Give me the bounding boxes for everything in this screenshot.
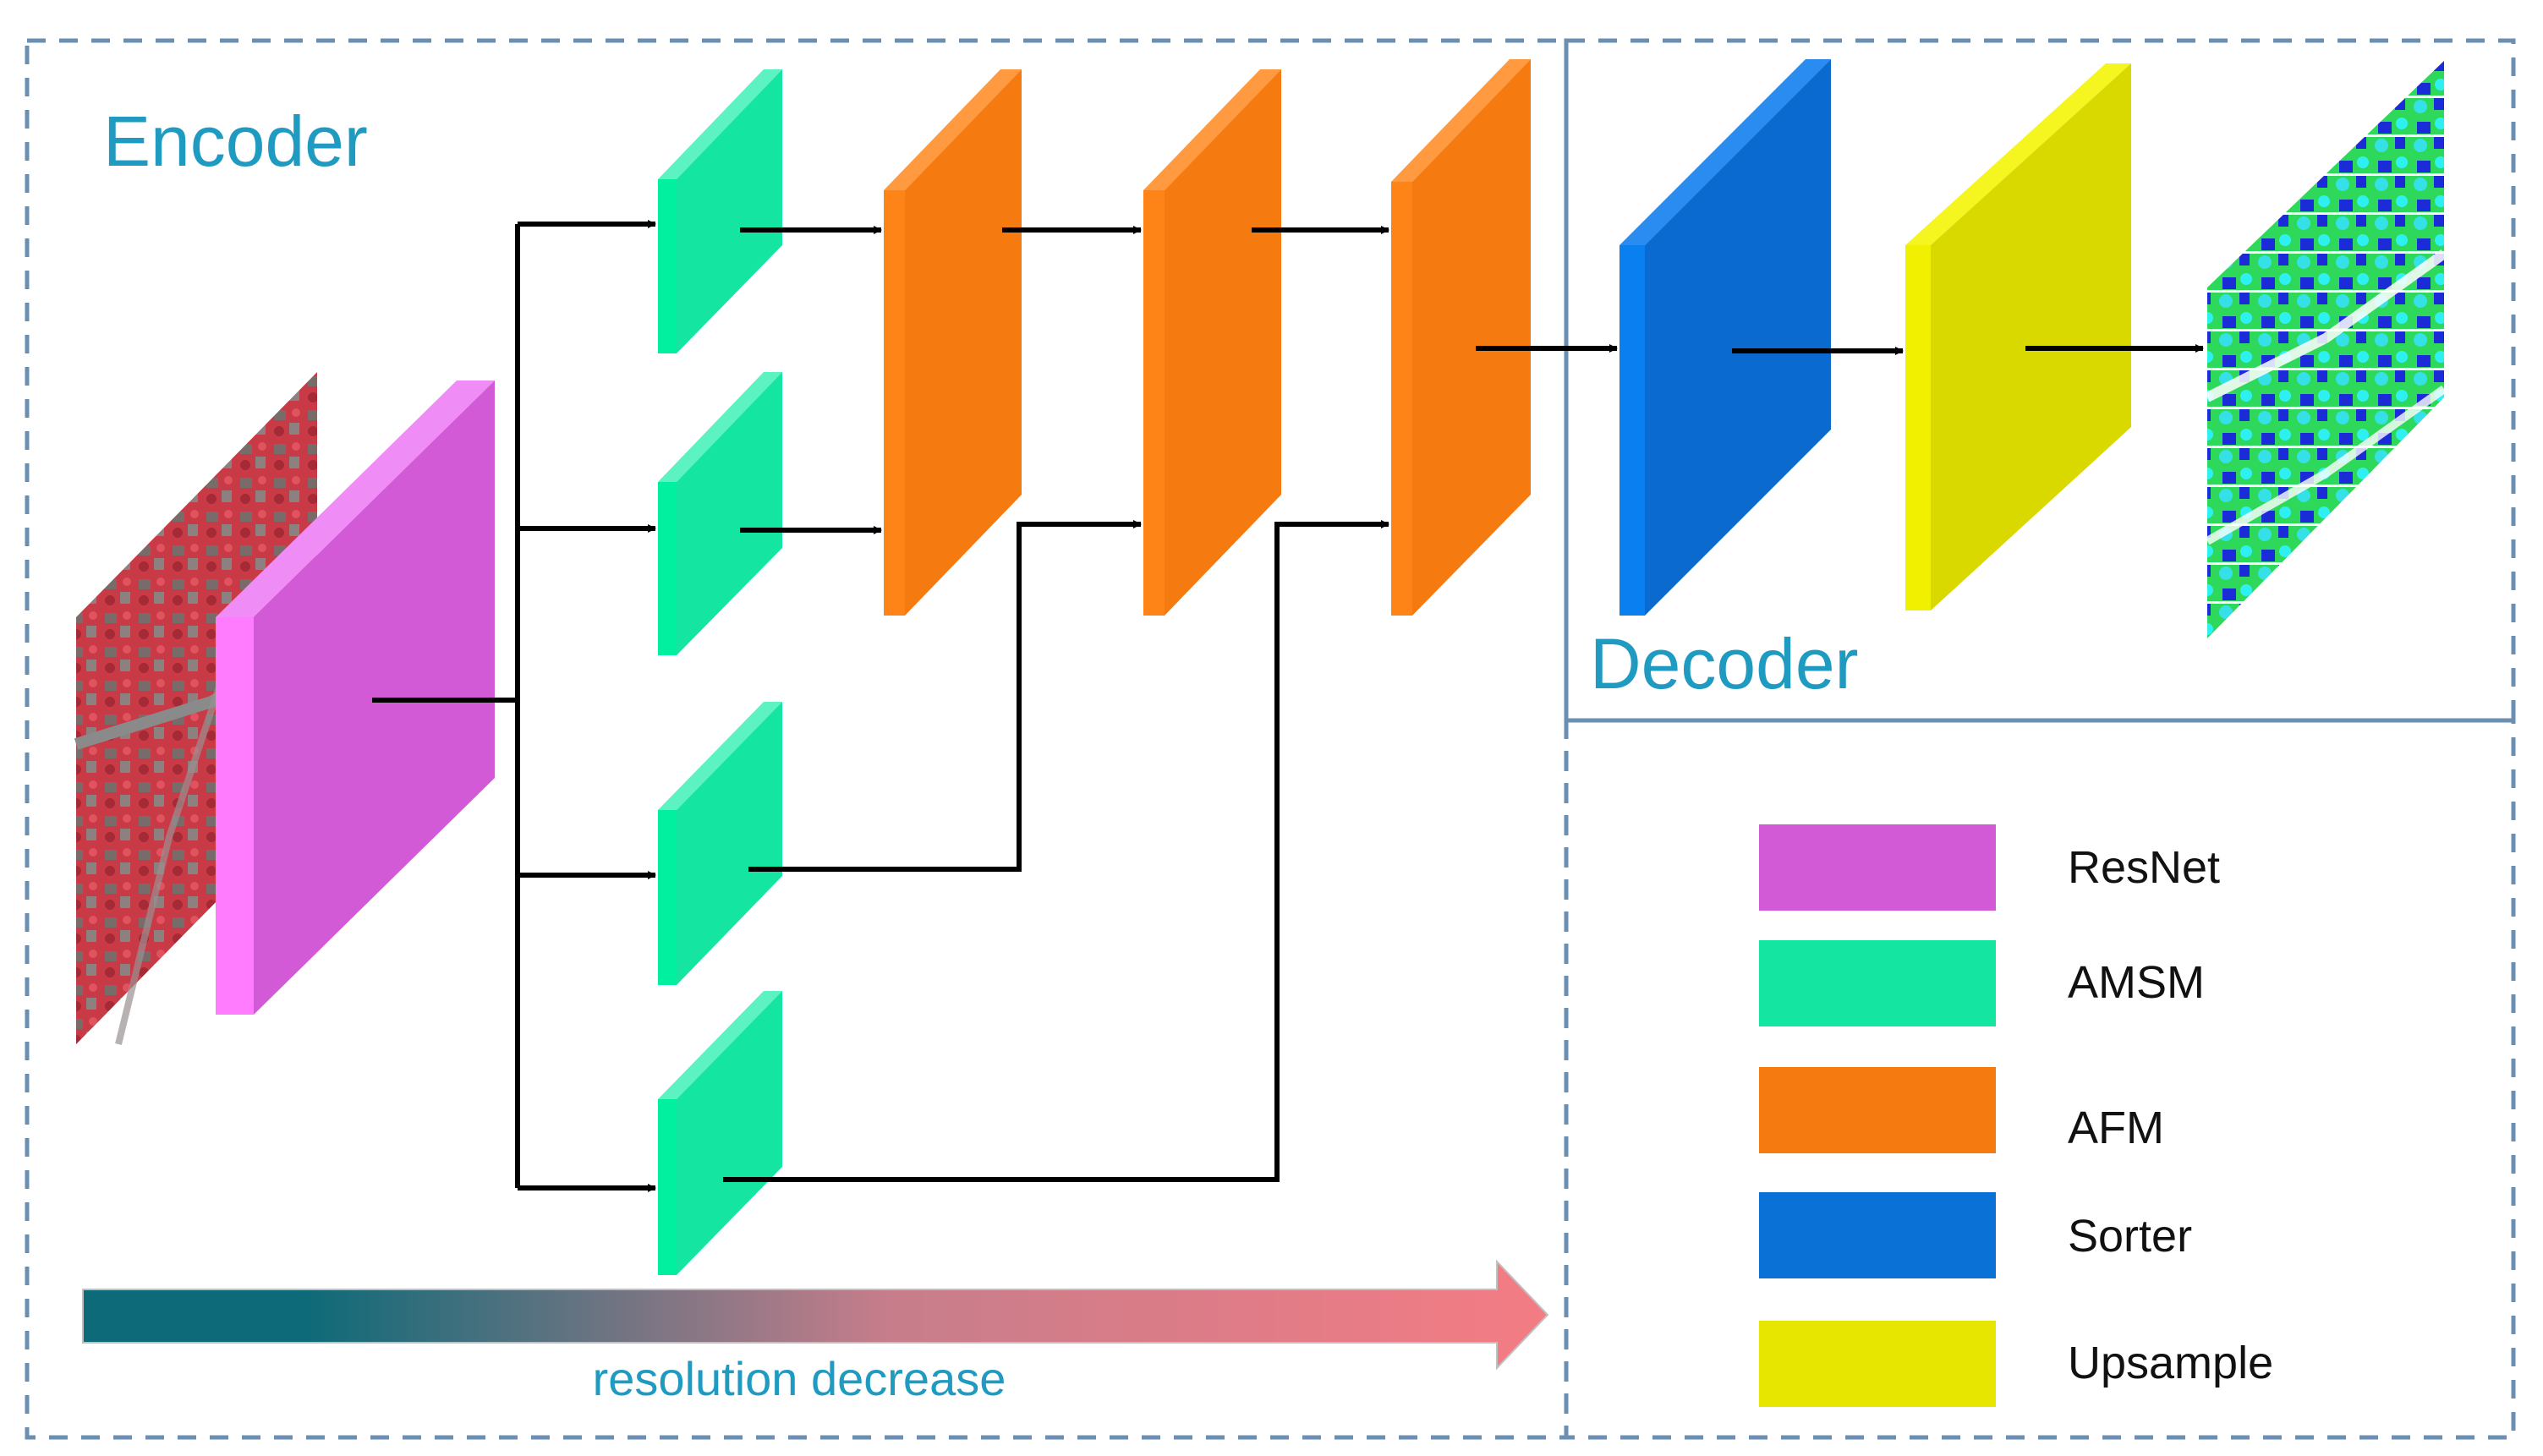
legend-swatch-amsm <box>1759 940 1996 1026</box>
legend-frame <box>1564 718 2516 1440</box>
legend-swatch-sorter <box>1759 1192 1996 1278</box>
legend-item-afm: AFM <box>1759 1067 2164 1153</box>
encoder-title: Encoder <box>103 101 368 181</box>
resolution-arrow <box>82 1259 1549 1371</box>
output-image <box>2205 61 2447 638</box>
afm-block-2 <box>1143 69 1281 616</box>
legend-label-amsm: AMSM <box>2068 957 2205 1008</box>
upsample-block <box>1905 63 2131 610</box>
legend-item-amsm: AMSM <box>1759 940 2205 1026</box>
decoder-frame <box>1564 38 2516 723</box>
legend-item-upsample: Upsample <box>1759 1321 2273 1407</box>
legend-label-upsample: Upsample <box>2068 1338 2273 1388</box>
amsm-block-4 <box>658 991 782 1275</box>
connector-lines <box>372 220 2204 1192</box>
legend-label-afm: AFM <box>2068 1103 2164 1153</box>
encoder-frame <box>25 38 1569 1440</box>
decoder-title: Decoder <box>1590 624 1859 703</box>
amsm-block-1 <box>658 69 782 353</box>
resolution-label: resolution decrease <box>593 1352 1006 1405</box>
legend: ResNet AMSM AFM Sorter Upsample <box>1759 824 2273 1407</box>
afm-block-3 <box>1391 59 1531 616</box>
sorter-block <box>1620 59 1831 616</box>
amsm-block-2 <box>658 372 782 655</box>
afm-block-1 <box>884 69 1022 616</box>
legend-item-resnet: ResNet <box>1759 824 2220 911</box>
legend-swatch-upsample <box>1759 1321 1996 1407</box>
amsm-block-3 <box>658 702 782 985</box>
legend-item-sorter: Sorter <box>1759 1192 2192 1278</box>
legend-label-resnet: ResNet <box>2068 842 2220 893</box>
legend-swatch-afm <box>1759 1067 1996 1153</box>
legend-swatch-resnet <box>1759 824 1996 911</box>
legend-label-sorter: Sorter <box>2068 1211 2192 1262</box>
